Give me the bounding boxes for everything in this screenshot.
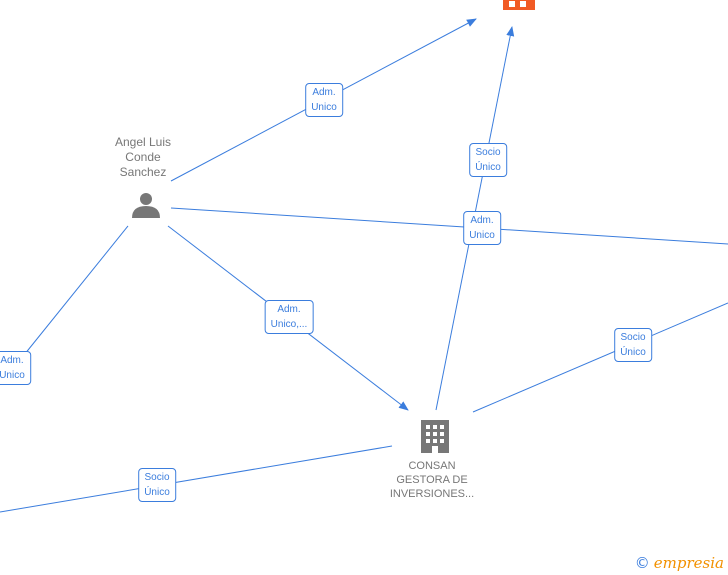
person-icon[interactable] (132, 193, 160, 218)
company-name[interactable]: CONSAN GESTORA DE INVERSIONES... (390, 459, 474, 501)
top-company-building-icon[interactable] (503, 0, 535, 10)
edge-label[interactable]: Adm. Unico (305, 83, 343, 117)
person-name[interactable]: Angel Luis Conde Sanchez (115, 135, 171, 180)
edge-label[interactable]: Adm. Unico,... (264, 300, 314, 334)
edge (19, 225, 129, 361)
copyright-icon: © (634, 554, 650, 572)
l: Adm. (0, 355, 24, 366)
l: Único (144, 487, 170, 498)
brand-logo: ©empresia (635, 554, 724, 572)
l: Unico (311, 102, 337, 113)
edge-label[interactable]: Adm. Unico (463, 211, 501, 245)
l: Único (620, 347, 646, 358)
name-line: CONSAN (408, 460, 456, 472)
name-line: Sanchez (119, 165, 167, 179)
name-line: GESTORA DE (396, 474, 468, 486)
l: Socio (620, 332, 646, 343)
l: Socio (144, 472, 170, 483)
name-line: Angel Luis (114, 135, 172, 149)
edge-label[interactable]: Adm. Unico (0, 351, 31, 385)
l: Unico (0, 370, 25, 381)
l: Unico,... (270, 319, 308, 330)
edge (472, 302, 728, 413)
edge (170, 207, 728, 245)
l: Unico (469, 230, 495, 241)
name-line: Conde (125, 150, 161, 164)
brand-name: empresia (653, 554, 724, 572)
l: Único (475, 162, 501, 173)
l: Adm. (312, 87, 336, 98)
l: Adm. (277, 304, 301, 315)
l: Socio (475, 147, 501, 158)
name-line: INVERSIONES... (389, 488, 475, 500)
edge (0, 445, 393, 513)
building-icon[interactable] (421, 420, 449, 453)
l: Adm. (470, 215, 494, 226)
